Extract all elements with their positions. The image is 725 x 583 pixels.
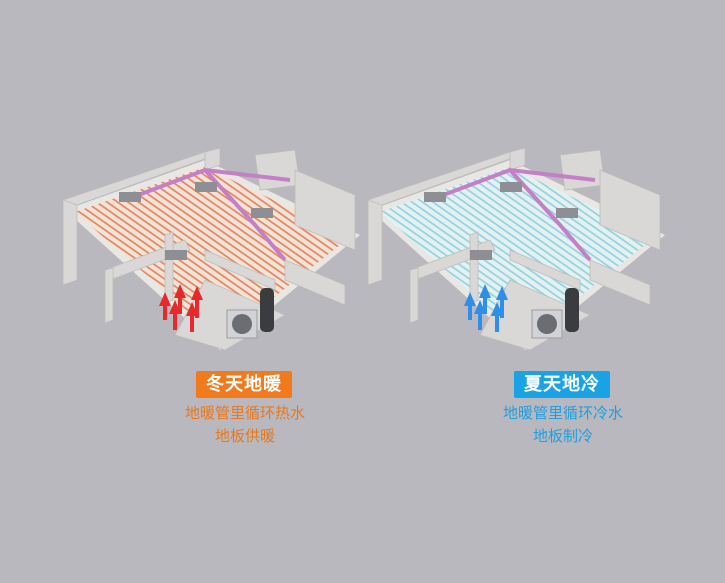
winter-description-line-2: 地板供暖 <box>214 427 275 445</box>
winter-heating-badge: 冬天地暖 <box>196 371 292 398</box>
ducts <box>124 167 291 262</box>
summer-cooling-badge: 夏天地冷 <box>514 371 610 398</box>
walls <box>61 147 356 351</box>
indoor-units <box>119 182 273 260</box>
winter-floor-heating-illustration <box>55 140 365 365</box>
ducts <box>429 167 596 262</box>
cool-air-arrow-icons <box>464 284 508 332</box>
water-tank <box>565 288 579 332</box>
winter-house-cutaway <box>61 147 360 351</box>
warm-air-arrow-icons <box>159 284 203 332</box>
water-tank <box>260 288 274 332</box>
summer-floor-cooling-illustration <box>360 140 670 365</box>
outdoor-unit-fan-icon <box>537 314 557 334</box>
summer-description-line-1: 地暖管里循环冷水 <box>502 404 623 422</box>
summer-description-line-2: 地板制冷 <box>532 427 593 445</box>
summer-house-cutaway <box>366 147 665 351</box>
winter-description-line-1: 地暖管里循环热水 <box>184 404 305 422</box>
indoor-units <box>424 182 578 260</box>
outdoor-unit-fan-icon <box>232 314 252 334</box>
